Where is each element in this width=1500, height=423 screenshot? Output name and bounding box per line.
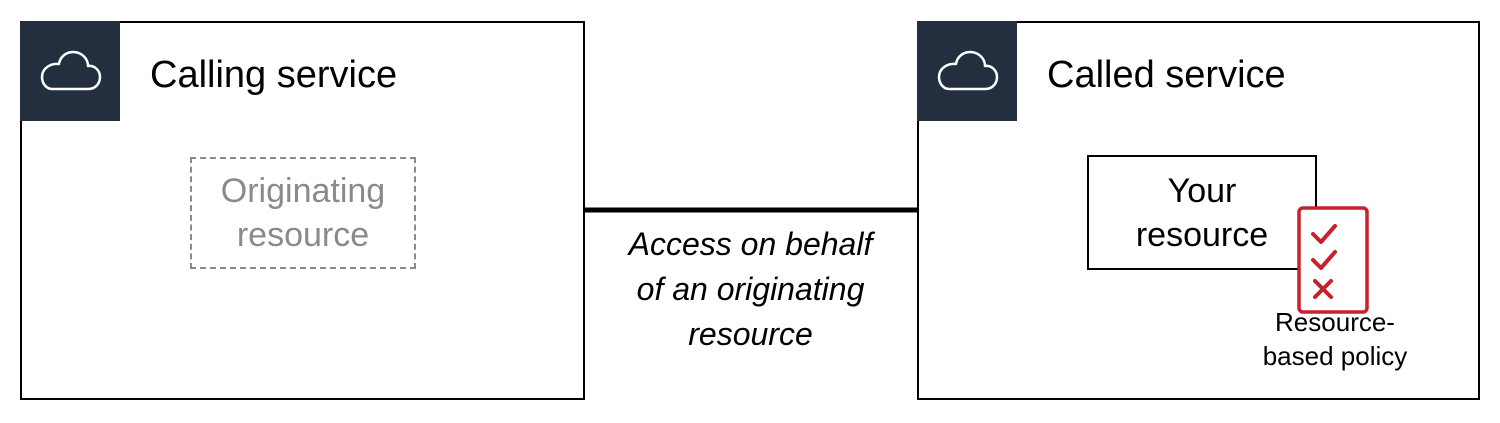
called-service-box: Called service Your resource Resource- b… [917,21,1480,400]
policy-label-line1: Resource- [1275,307,1395,337]
called-service-badge [917,21,1017,121]
your-resource-label-line2: resource [1135,215,1269,254]
your-resource-label-line1: Your [1167,171,1237,210]
checklist-icon [1297,206,1369,314]
your-resource-box: Your resource [1087,155,1317,270]
access-label: Access on behalf of an originating resou… [598,222,903,357]
calling-service-badge [20,21,120,121]
calling-service-title: Calling service [150,54,398,96]
access-label-line1: Access on behalf [628,226,873,262]
resource-based-policy-label: Resource- based policy [1255,305,1415,373]
originating-resource-label-line1: Originating [220,172,386,210]
originating-resource-box: Originating resource [190,157,416,269]
cloud-icon [937,50,999,91]
access-label-line2: of an originating [636,271,865,307]
originating-resource-label-line2: resource [236,216,370,254]
cloud-icon [40,50,102,91]
access-label-line3: resource [688,316,813,352]
calling-service-box: Calling service Originating resource [20,21,585,400]
policy-label-line2: based policy [1262,341,1408,371]
called-service-title: Called service [1047,54,1286,96]
